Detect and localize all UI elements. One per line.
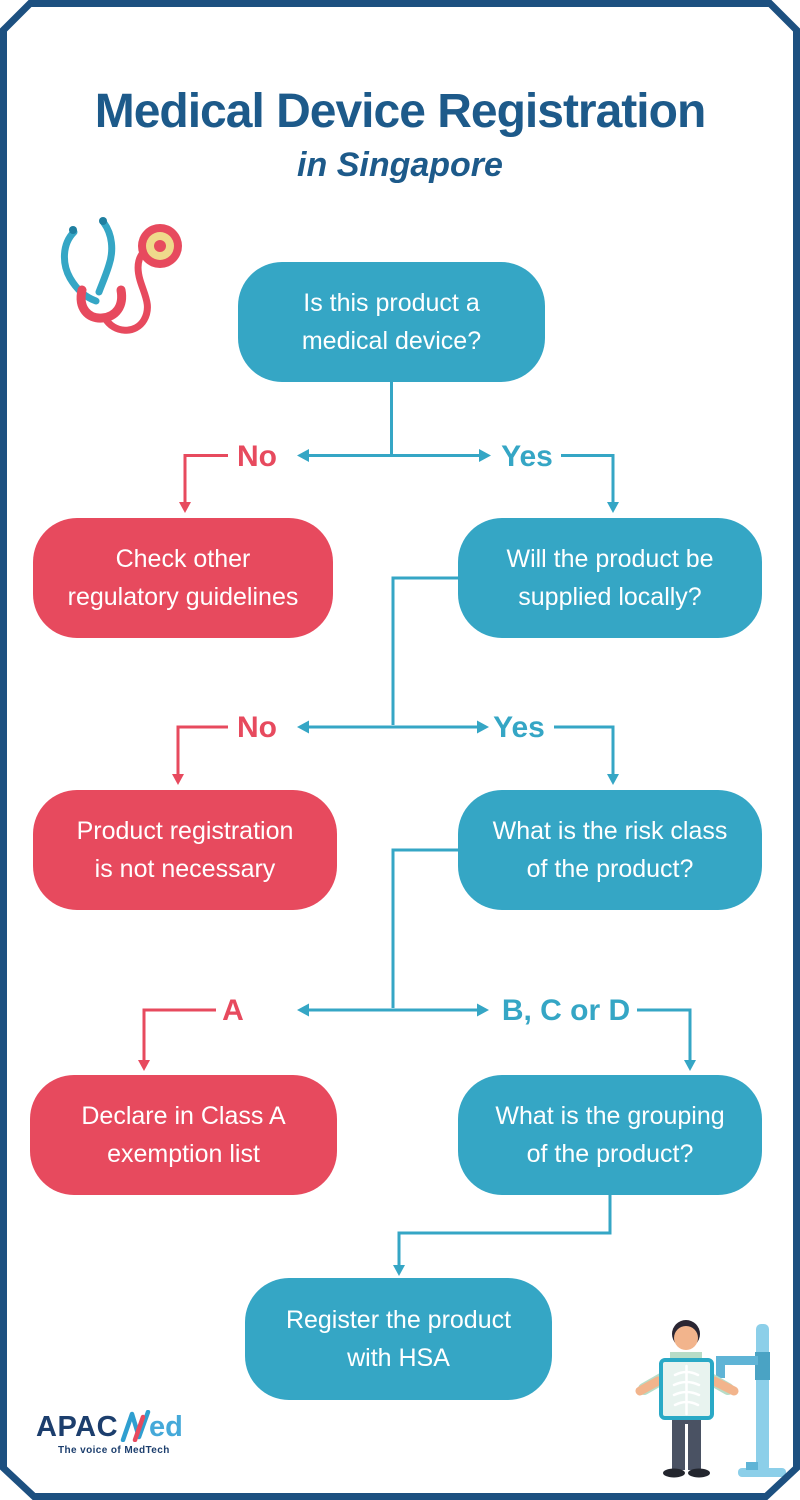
node-text-line: of the product?: [526, 1140, 694, 1168]
node-text-line: What is the grouping: [495, 1102, 725, 1130]
node-grouping: What is the grouping of the product?: [458, 1075, 762, 1195]
node-class-a-exemption: Declare in Class A exemption list: [30, 1075, 337, 1195]
node-register-hsa: Register the product with HSA: [245, 1278, 552, 1400]
logo-apac-text: APAC: [36, 1411, 119, 1443]
node-check-guidelines: Check other regulatory guidelines: [33, 518, 333, 638]
node-text-line: Check other: [115, 545, 251, 573]
branch-label-a: A: [222, 994, 244, 1027]
node-not-necessary: Product registration is not necessary: [33, 790, 337, 910]
node-text-line: Declare in Class A: [81, 1102, 286, 1130]
node-text-line: What is the risk class: [492, 817, 728, 845]
node-supplied-locally: Will the product be supplied locally?: [458, 518, 762, 638]
branch-label-yes: Yes: [493, 711, 545, 744]
node-text-line: medical device?: [301, 327, 482, 355]
node-is-medical-device: Is this product a medical device?: [238, 262, 545, 382]
node-text-line: Is this product a: [303, 289, 480, 317]
apacmed-logo: APAC ed The voice of MedTech: [36, 1406, 183, 1456]
node-text-line: Will the product be: [506, 545, 714, 573]
node-risk-class: What is the risk class of the product?: [458, 790, 762, 910]
node-text-line: Product registration: [76, 817, 294, 845]
logo-ed-text: ed: [149, 1411, 183, 1443]
xray-scan-illustration: [635, 1320, 786, 1478]
branch-label-no: No: [237, 440, 277, 473]
node-text-line: of the product?: [526, 855, 694, 883]
node-text-line: is not necessary: [94, 855, 276, 883]
branch-label-bcd: B, C or D: [501, 994, 631, 1027]
node-text-line: Register the product: [285, 1306, 512, 1334]
node-text-line: exemption list: [107, 1140, 260, 1168]
node-text-line: with HSA: [347, 1344, 450, 1372]
node-text-line: supplied locally?: [518, 583, 702, 611]
branch-label-no: No: [237, 711, 277, 744]
stethoscope-icon: [61, 217, 182, 334]
logo-tagline: The voice of MedTech: [58, 1445, 170, 1456]
branch-label-yes: Yes: [501, 440, 553, 473]
node-text-line: regulatory guidelines: [67, 583, 299, 611]
